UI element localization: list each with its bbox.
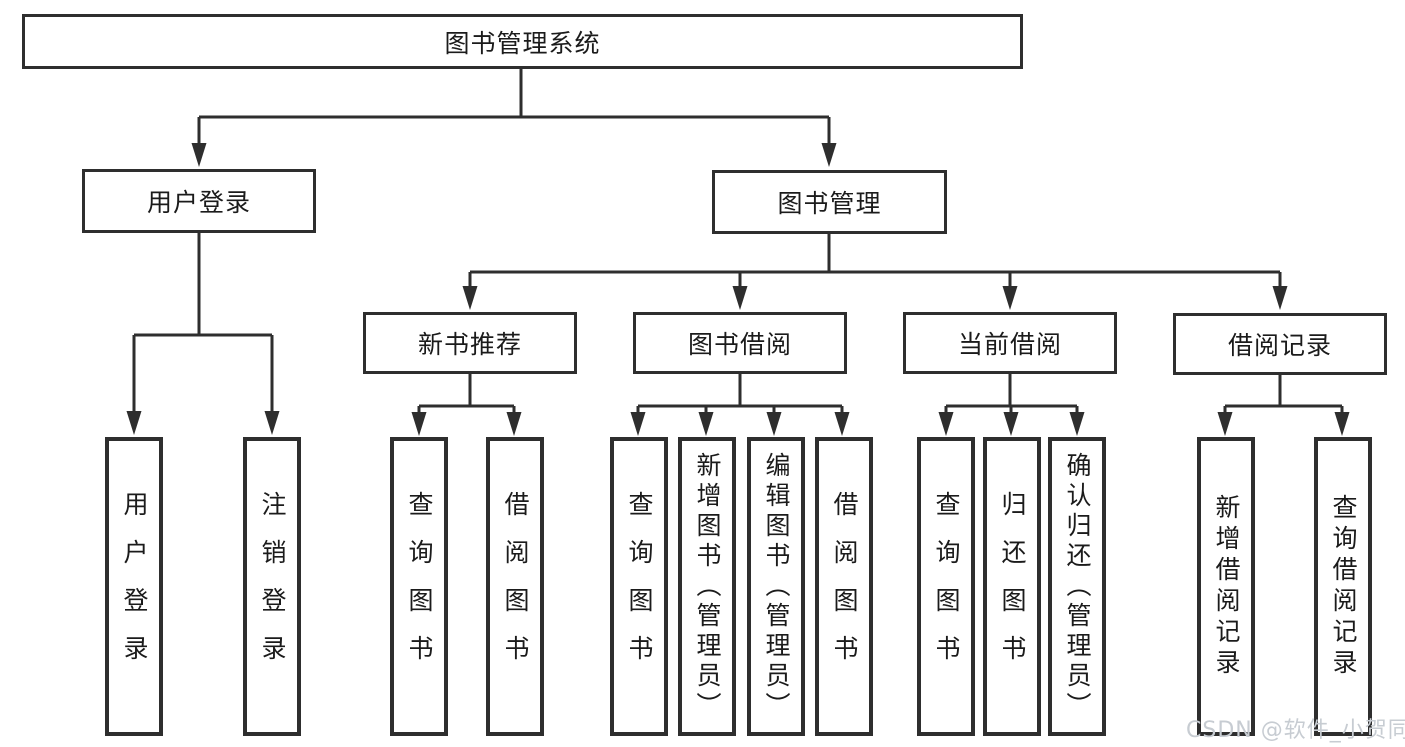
leaf-edit-books-admin: 编辑图书（管理员） <box>747 437 805 736</box>
node-book-management: 图书管理 <box>712 170 947 234</box>
leaf-add-borrow-record-label: 新增借阅记录 <box>1212 493 1241 680</box>
leaf-borrow-books-borrowing: 借阅图书 <box>815 437 873 736</box>
leaf-add-borrow-record: 新增借阅记录 <box>1197 437 1255 736</box>
leaf-query-books-current-label: 查询图书 <box>932 490 961 683</box>
leaf-borrow-books-recommend-label: 借阅图书 <box>501 490 530 683</box>
node-book-borrowing-label: 图书借阅 <box>687 330 792 359</box>
leaf-query-borrow-record-label: 查询借阅记录 <box>1329 493 1358 680</box>
node-book-borrowing: 图书借阅 <box>633 312 847 374</box>
node-new-book-recommend: 新书推荐 <box>363 312 577 374</box>
leaf-add-books-admin: 新增图书（管理员） <box>678 437 736 736</box>
leaf-query-borrow-record: 查询借阅记录 <box>1314 437 1372 736</box>
node-new-book-recommend-label: 新书推荐 <box>417 330 522 359</box>
leaf-query-books-borrowing: 查询图书 <box>610 437 668 736</box>
arrowheads <box>126 143 1350 436</box>
node-user-login-label: 用户登录 <box>146 188 251 217</box>
leaf-query-books-borrowing-label: 查询图书 <box>625 490 654 683</box>
node-book-management-label: 图书管理 <box>777 189 882 218</box>
leaf-borrow-books-borrowing-label: 借阅图书 <box>830 490 859 683</box>
node-library-system-label: 图书管理系统 <box>444 28 601 58</box>
leaf-add-books-admin-label: 新增图书（管理员） <box>693 451 722 722</box>
leaf-confirm-return-admin: 确认归还（管理员） <box>1048 437 1106 736</box>
node-borrowing-records-label: 借阅记录 <box>1227 331 1332 360</box>
leaf-return-books-label: 归还图书 <box>998 490 1027 683</box>
leaf-user-login-label: 用户登录 <box>120 490 149 683</box>
leaf-borrow-books-recommend: 借阅图书 <box>486 437 544 736</box>
node-current-borrowing-label: 当前借阅 <box>957 330 1062 359</box>
leaf-query-books-current: 查询图书 <box>917 437 975 736</box>
leaf-confirm-return-admin-label: 确认归还（管理员） <box>1063 451 1092 722</box>
leaf-query-books-recommend: 查询图书 <box>390 437 448 736</box>
leaf-query-books-recommend-label: 查询图书 <box>405 490 434 683</box>
connector-trunks <box>132 69 1344 415</box>
leaf-logout-label: 注销登录 <box>258 490 287 683</box>
csdn-watermark: CSDN @软件_小贺同学 <box>1186 718 1405 743</box>
leaf-return-books: 归还图书 <box>983 437 1041 736</box>
node-library-system: 图书管理系统 <box>22 14 1023 69</box>
node-borrowing-records: 借阅记录 <box>1173 313 1387 375</box>
node-current-borrowing: 当前借阅 <box>903 312 1117 374</box>
leaf-user-login: 用户登录 <box>105 437 163 736</box>
node-user-login: 用户登录 <box>82 169 316 233</box>
leaf-edit-books-admin-label: 编辑图书（管理员） <box>762 451 791 722</box>
leaf-logout: 注销登录 <box>243 437 301 736</box>
